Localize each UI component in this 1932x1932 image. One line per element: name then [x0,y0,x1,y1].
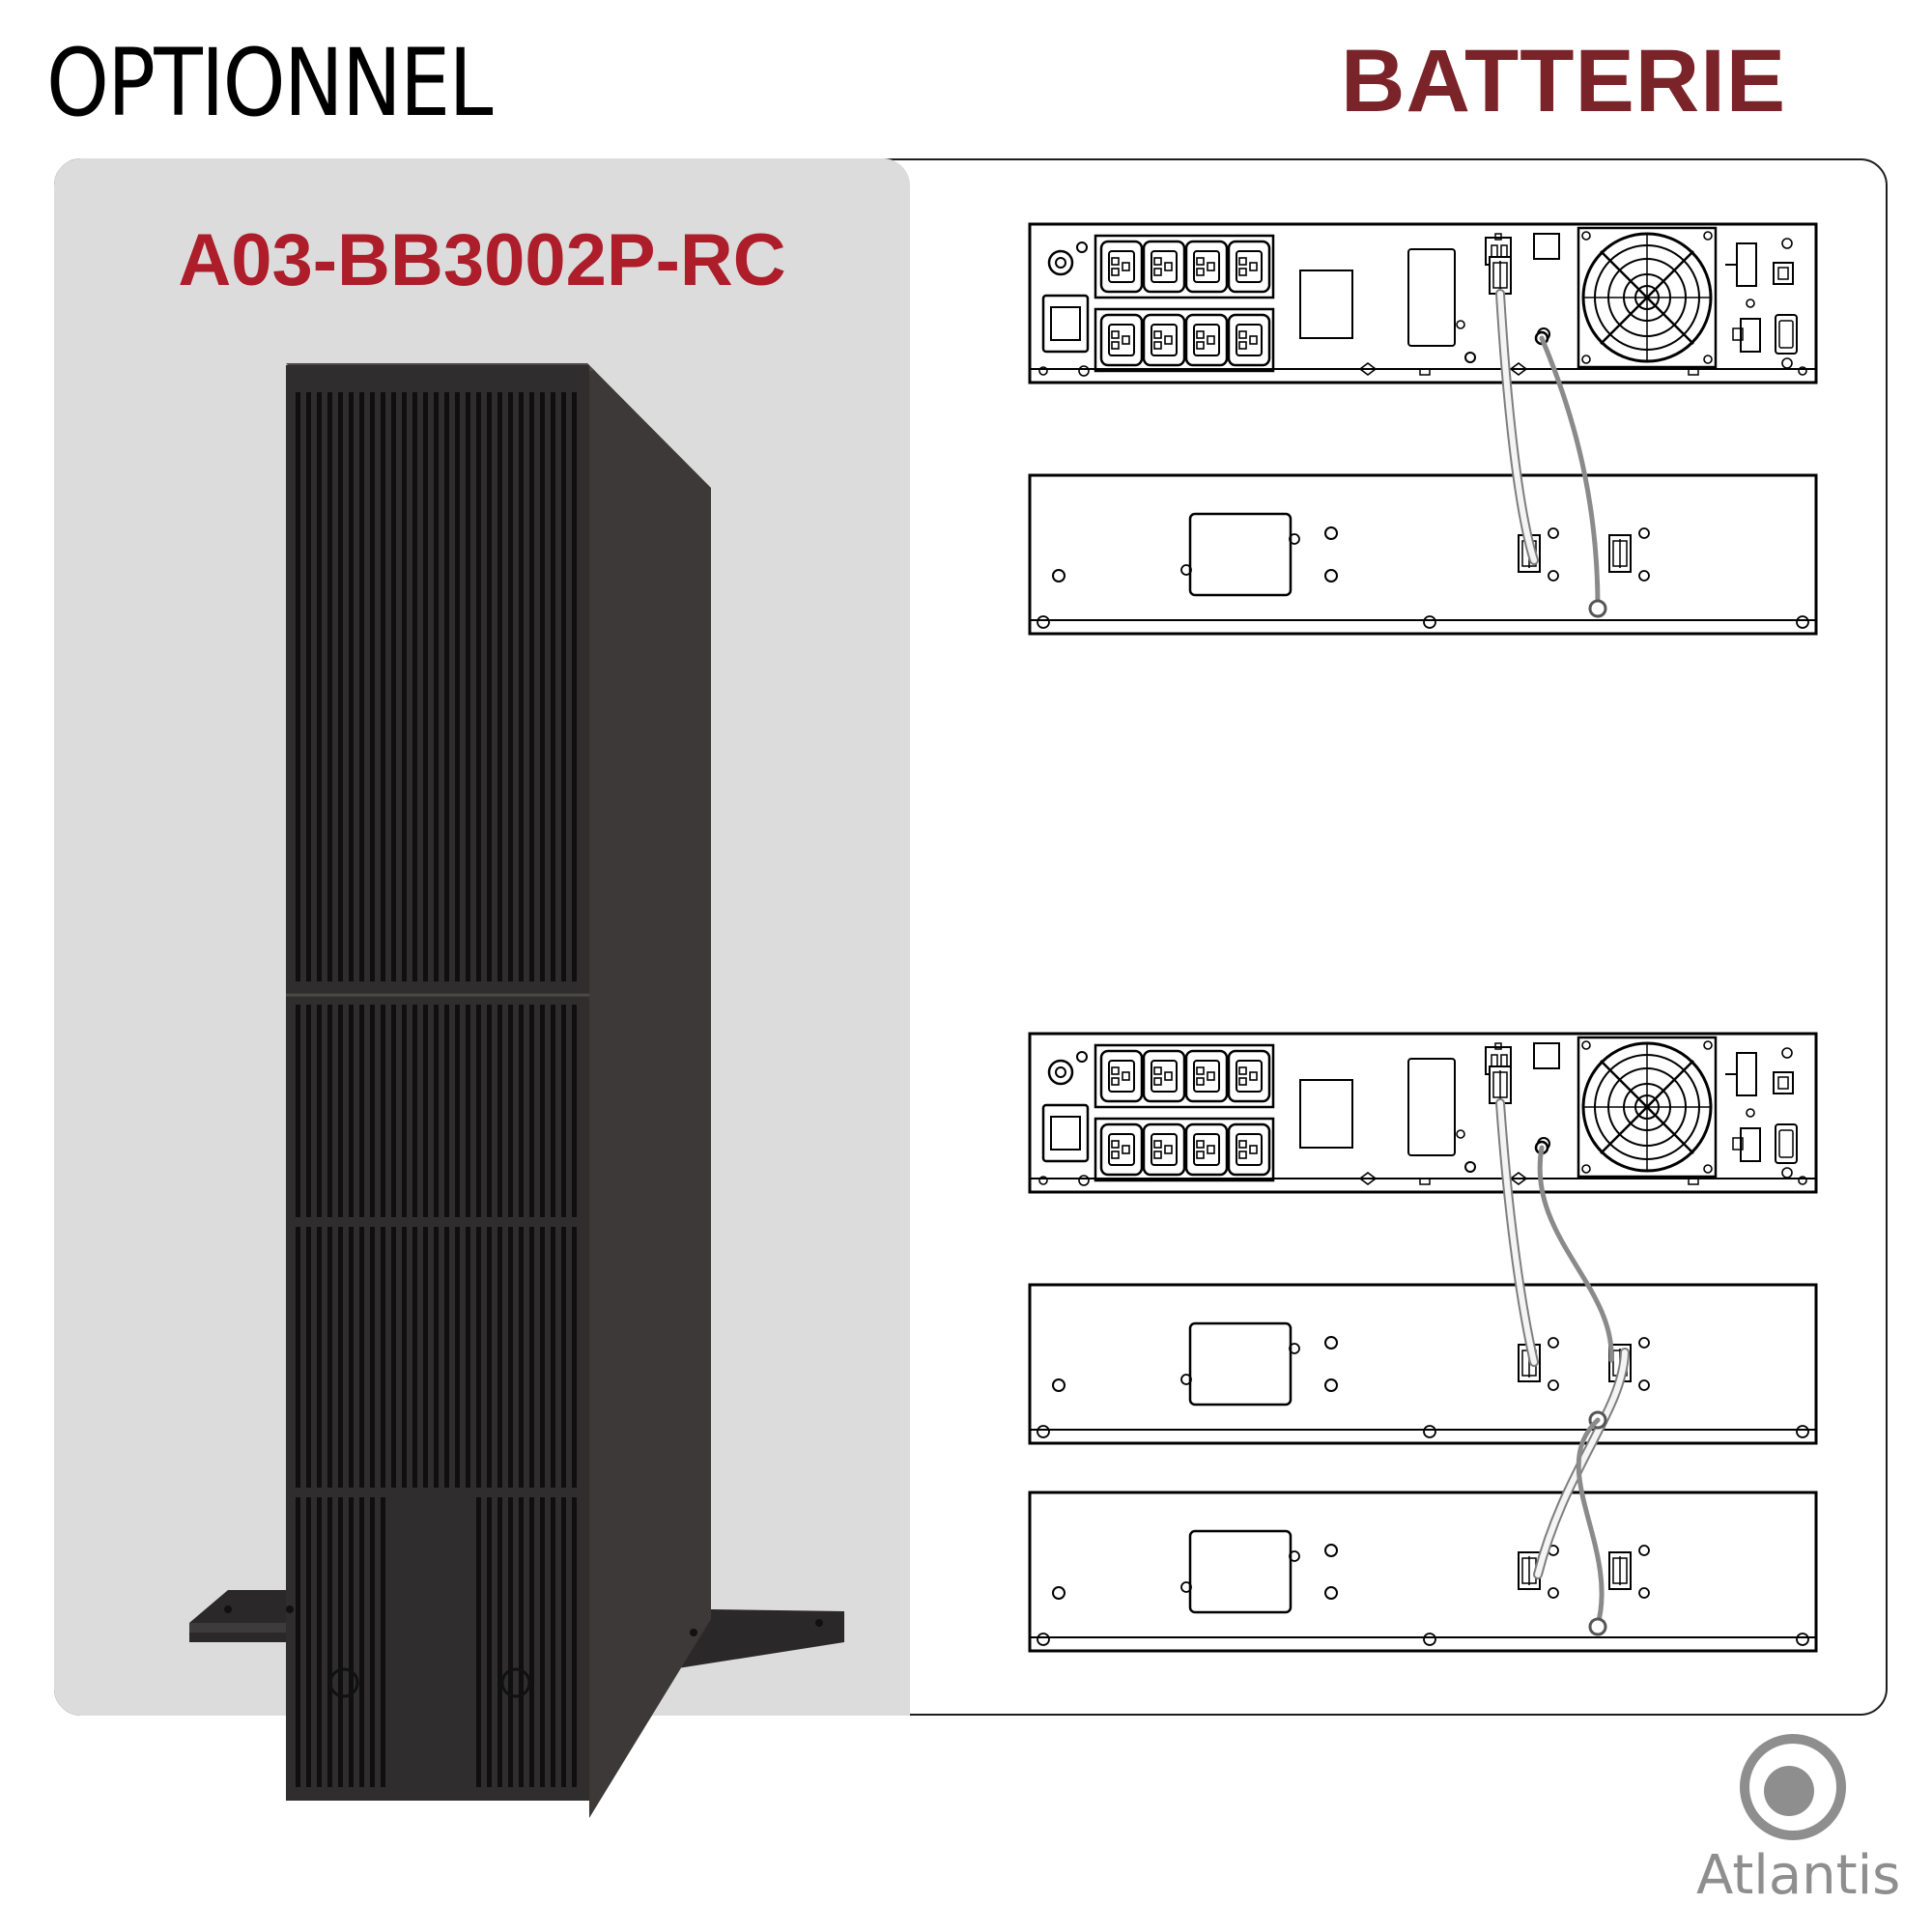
ups-rear-panel [1030,1034,1816,1192]
battery-pack-rear [1030,1285,1816,1443]
brand-name: Atlantis [1696,1844,1901,1907]
optional-heading: OPTIONNEL [46,29,493,137]
battery-heading: BATTERIE [1341,32,1787,130]
configuration-double [1030,1034,1816,1651]
battery-pack-rear [1030,1492,1816,1651]
ups-rear-panel [1030,224,1816,383]
atlantis-logo-icon [1740,1734,1846,1840]
battery-pack-rear [1030,475,1816,634]
configuration-single [1030,224,1816,634]
tower-side [587,363,711,1818]
model-number: A03-BB3002P-RC [178,219,786,301]
wiring-diagram [1024,213,1855,1681]
tower-vent-grille [296,392,577,1787]
